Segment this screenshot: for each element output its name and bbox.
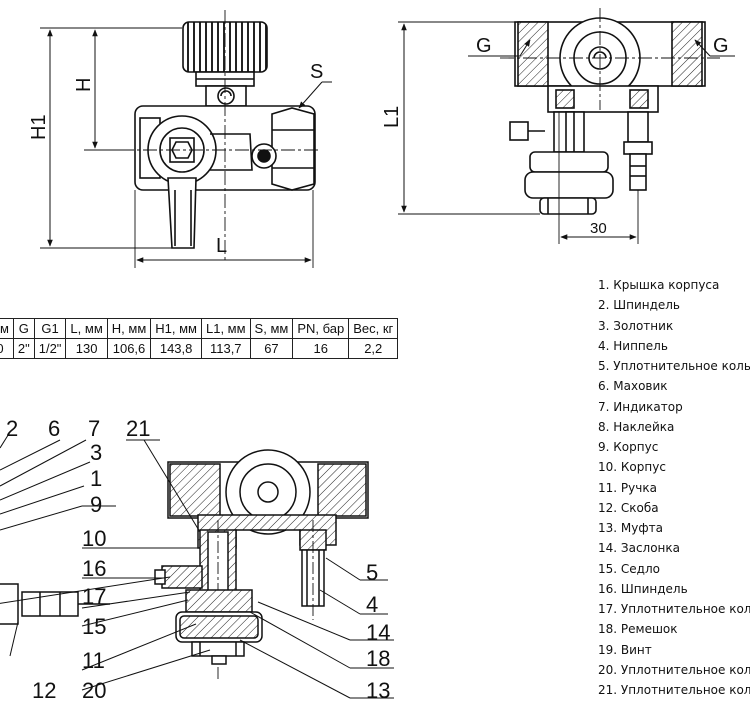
spec-header-cell: L, мм <box>65 318 108 339</box>
callout-16: 16 <box>82 556 106 581</box>
callout-11: 11 <box>82 648 105 673</box>
parts-list-item: 7. Индикатор <box>598 399 683 414</box>
callout-21: 21 <box>126 416 150 441</box>
parts-list-item: 14. Заслонка <box>598 541 681 556</box>
parts-list-item: 11. Ручка <box>598 480 657 495</box>
parts-list-item: 19. Винт <box>598 642 652 657</box>
parts-list-item: 18. Ремешок <box>598 622 678 637</box>
spec-header-cell: G1 <box>33 318 67 339</box>
spec-value-cell: 67 <box>249 338 294 359</box>
callout-18: 18 <box>366 646 390 671</box>
parts-list-item: 3. Золотник <box>598 318 674 333</box>
dim-l1-label: L1 <box>381 106 403 128</box>
spec-value-cell: 2,2 <box>348 338 399 359</box>
dim-l-label: L <box>216 235 227 257</box>
front-view-labels: H1 H S L <box>28 61 323 257</box>
callout-3: 3 <box>90 440 102 465</box>
section-view <box>0 431 394 699</box>
callout-4: 4 <box>366 592 378 617</box>
spec-header-cell: PN, бар <box>292 318 350 339</box>
side-view <box>398 8 735 244</box>
parts-list-item: 5. Уплотнительное коль <box>598 359 750 373</box>
parts-list-item: 13. Муфта <box>598 521 663 535</box>
callout-12: 12 <box>32 678 56 703</box>
spec-header-cell: H, мм <box>106 318 152 339</box>
parts-list-item: 16. Шпиндель <box>598 581 688 596</box>
spec-header-cell: S, мм <box>249 318 294 339</box>
parts-list-item: 21. Уплотнительное кол <box>598 683 750 697</box>
callout-20: 20 <box>82 678 106 703</box>
callout-14: 14 <box>366 620 390 645</box>
spec-value-cell: 143,8 <box>150 338 202 359</box>
dim-30-label: 30 <box>590 220 607 237</box>
spec-header-cell: Вес, кг <box>348 318 399 339</box>
dim-g-left-label: G <box>476 35 492 57</box>
spec-value-cell: 0 <box>0 338 14 359</box>
callout-10: 10 <box>82 526 106 551</box>
parts-list-item: 9. Корпус <box>598 440 659 454</box>
parts-list-item: 10. Корпус <box>598 460 666 475</box>
spec-table-value-row: 0 2" 1/2" 130 106,6 143,8 113,7 67 16 2,… <box>0 338 399 359</box>
callout-17: 17 <box>82 584 106 609</box>
dim-h-label: H <box>73 78 95 92</box>
spec-value-cell: 16 <box>292 338 350 359</box>
spec-table-header-row: мм G G1 L, мм H, мм H1, мм L1, мм S, мм … <box>0 318 399 339</box>
callout-15: 15 <box>82 614 106 639</box>
callout-5: 5 <box>366 560 378 585</box>
parts-list-item: 1. Крышка корпуса <box>598 278 720 292</box>
spec-value-cell: 106,6 <box>106 338 152 359</box>
spec-value-cell: 2" <box>12 338 35 359</box>
front-view <box>40 10 332 268</box>
parts-list-item: 6. Маховик <box>598 379 668 394</box>
spec-header-cell: H1, мм <box>150 318 202 339</box>
parts-list-item: 2. Шпиндель <box>598 298 681 313</box>
spec-table: мм G G1 L, мм H, мм H1, мм L1, мм S, мм … <box>0 318 399 359</box>
spec-value-cell: 113,7 <box>200 338 251 359</box>
spec-value-cell: 1/2" <box>33 338 67 359</box>
parts-list-item: 15. Седло <box>598 561 660 576</box>
spec-header-cell: L1, мм <box>200 318 251 339</box>
dim-s-label: S <box>310 61 323 83</box>
callout-6: 6 <box>48 416 60 441</box>
callout-7: 7 <box>88 416 100 441</box>
spec-header-cell: мм <box>0 318 14 339</box>
side-view-labels: G G L1 30 <box>381 35 729 237</box>
callout-2: 2 <box>6 416 18 441</box>
dim-h1-label: H1 <box>28 114 50 140</box>
parts-list-item: 4. Ниппель <box>598 338 668 353</box>
callout-9: 9 <box>90 492 102 517</box>
spec-value-cell: 130 <box>65 338 108 359</box>
spec-header-cell: G <box>12 318 35 339</box>
parts-list-item: 17. Уплотнительное кол <box>598 602 750 616</box>
callout-labels: 2 6 7 21 3 1 9 10 16 17 15 11 12 20 5 4 … <box>6 416 390 703</box>
dim-g-right-label: G <box>713 35 729 57</box>
parts-list-item: 12. Скоба <box>598 500 659 515</box>
parts-list: 1. Крышка корпуса 2. Шпиндель 3. Золотни… <box>598 275 750 700</box>
callout-13: 13 <box>366 678 390 703</box>
parts-list-item: 8. Наклейка <box>598 419 675 434</box>
callout-1: 1 <box>90 466 102 491</box>
parts-list-item: 20. Уплотнительное кол <box>598 662 750 677</box>
